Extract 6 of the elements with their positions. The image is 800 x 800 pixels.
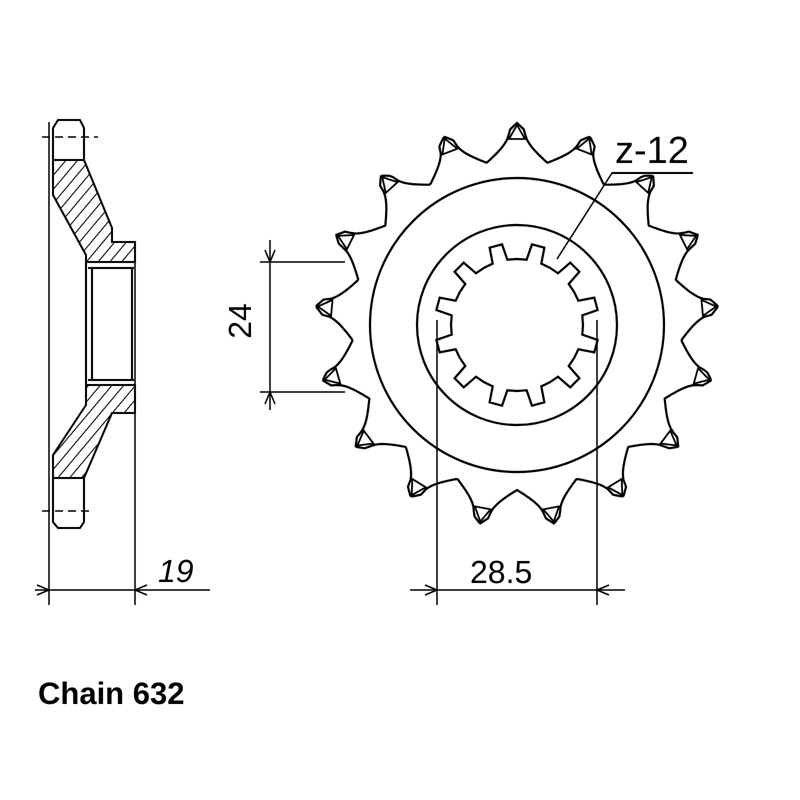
- dimension-value: 19: [158, 555, 194, 587]
- callout-text: z-12: [612, 132, 693, 174]
- dimension-value: 24: [224, 303, 256, 339]
- dimension-value: 28.5: [470, 556, 532, 588]
- chain-size-label: Chain 632: [38, 678, 184, 709]
- spline-bore: [435, 243, 599, 407]
